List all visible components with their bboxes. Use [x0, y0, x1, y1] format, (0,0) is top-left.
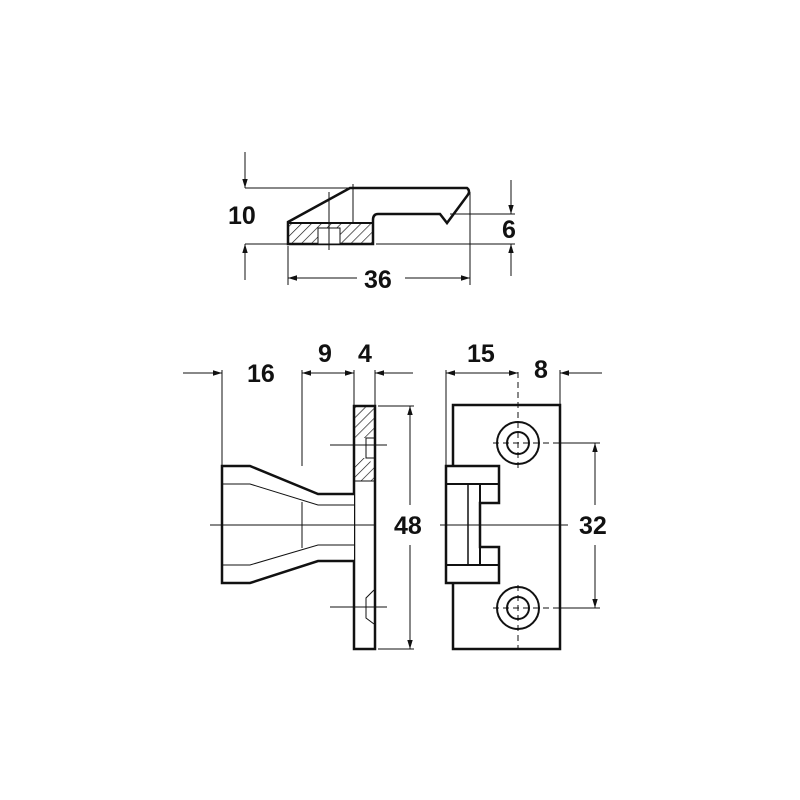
dim-plate-height: 48 [394, 512, 422, 540]
top-view [242, 152, 515, 285]
dim-hole-offset: 15 [467, 340, 495, 368]
dim-depth-neck: 9 [318, 340, 332, 368]
dim-height-total: 10 [228, 202, 256, 230]
dim-hole-spacing: 32 [579, 512, 607, 540]
dim-plate-thickness: 4 [358, 340, 372, 368]
dim-length: 36 [364, 266, 392, 294]
front-view [440, 370, 602, 651]
dim-edge-offset: 8 [534, 356, 548, 384]
side-view [183, 370, 414, 651]
dim-depth-body: 16 [247, 360, 275, 388]
dim-height-step: 6 [502, 216, 516, 244]
